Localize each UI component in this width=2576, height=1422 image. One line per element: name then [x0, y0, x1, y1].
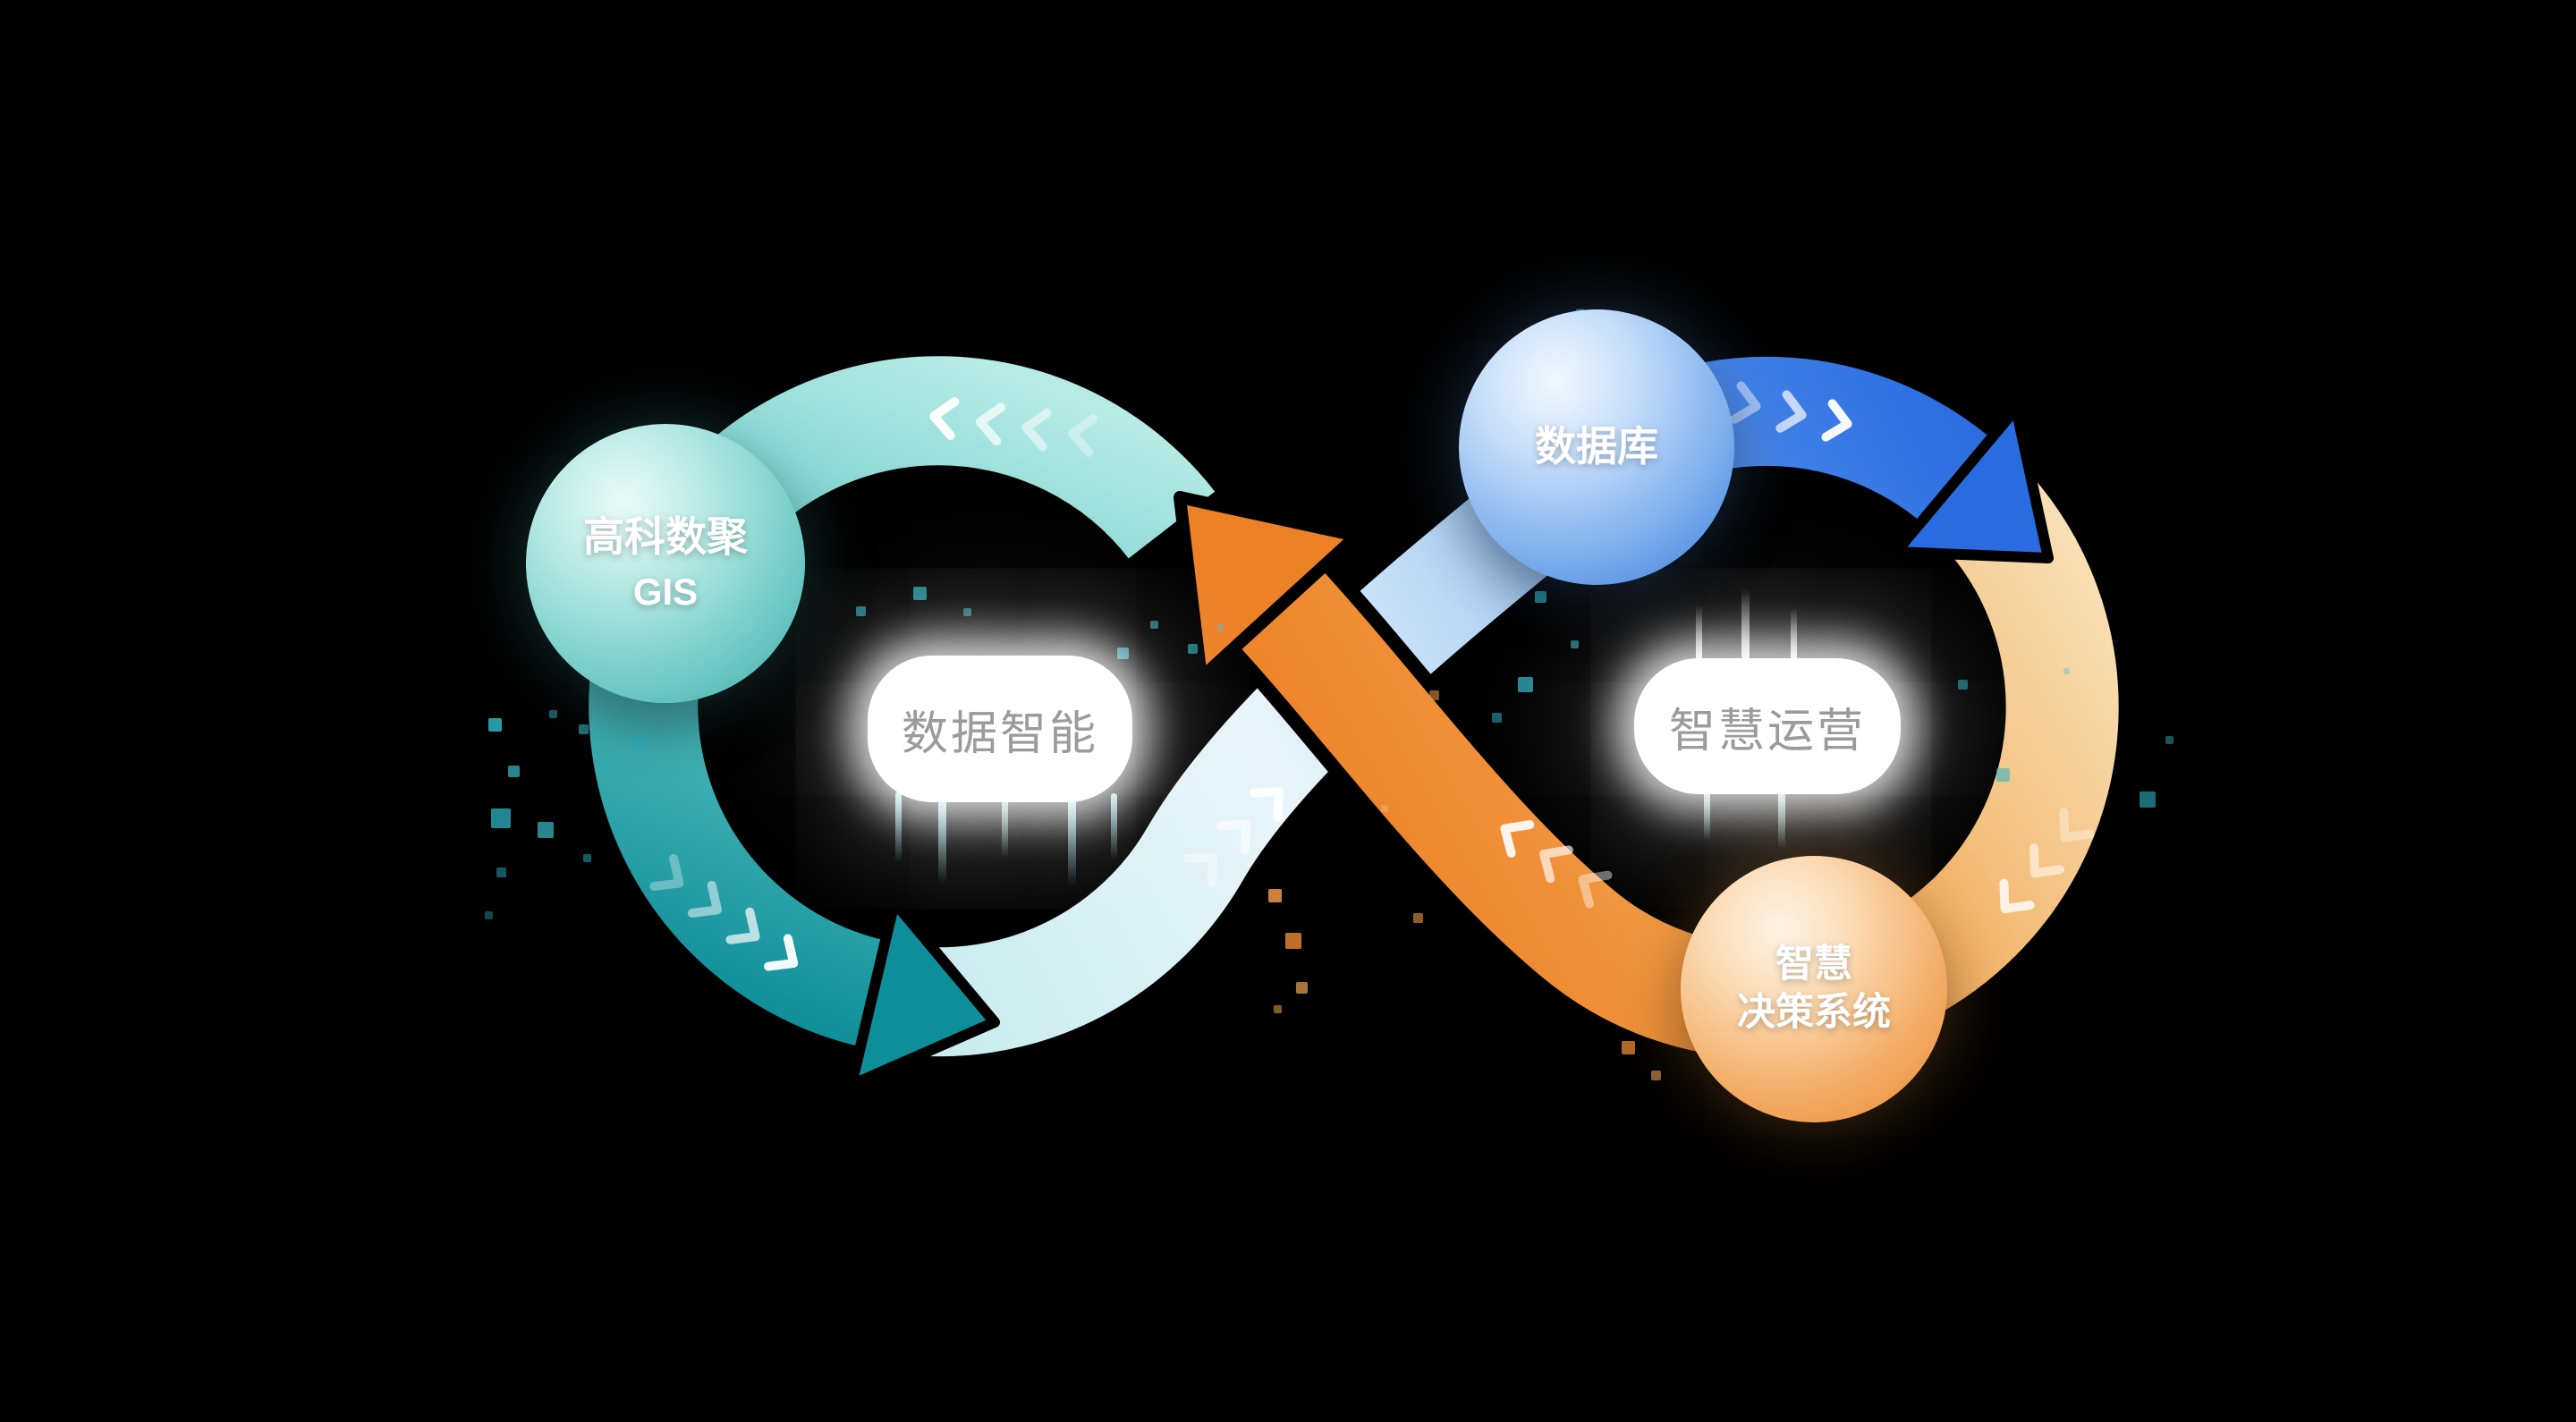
node-decision-label-line1: 智慧 — [1775, 943, 1852, 986]
decor-streak — [1778, 791, 1785, 850]
flow-chevrons-orange-diagonal — [1500, 820, 1613, 909]
decor-streak — [1068, 799, 1076, 886]
decor-dots-teal — [485, 309, 2174, 919]
flow-chevrons-bottom-left — [649, 853, 799, 971]
flow-chevrons-tan-arc — [1999, 808, 2095, 914]
blue-arrowhead — [1891, 403, 2054, 563]
decor-dots-orange — [1268, 690, 1661, 1080]
node-decision-label-line2: 决策系统 — [1737, 991, 1891, 1034]
label-smart-operations-text: 智慧运营 — [1668, 705, 1866, 758]
decor-streak — [895, 791, 902, 863]
decor-streak — [1704, 791, 1710, 841]
decor-streak — [1111, 793, 1117, 860]
decor-streak — [938, 799, 946, 884]
node-database-label: 数据库 — [1535, 423, 1658, 470]
orange-arrowhead — [1174, 491, 1363, 684]
label-data-intelligence-text: 数据智能 — [901, 707, 1098, 760]
teal-arrowhead — [846, 897, 1000, 1090]
decor-streak — [1696, 605, 1702, 660]
flow-path-light-blue — [890, 356, 1992, 1057]
flow-chevrons-center-diagonal — [1183, 787, 1284, 887]
decor-streak — [1002, 793, 1008, 858]
label-data-intelligence: 数据智能 — [868, 656, 1132, 802]
label-smart-operations: 智慧运营 — [1634, 658, 1901, 794]
node-gis-label-line2: GIS — [632, 570, 699, 613]
node-gis-sphere: 高科数聚 GIS — [526, 424, 805, 703]
decor-streak — [1741, 588, 1750, 660]
node-gis-label-line1: 高科数聚 — [583, 513, 748, 560]
node-database-sphere: 数据库 — [1459, 309, 1734, 585]
flow-chevrons-top-left — [929, 397, 1098, 457]
node-decision-sphere: 智慧 决策系统 — [1681, 856, 1947, 1122]
decor-streak — [1791, 608, 1797, 660]
